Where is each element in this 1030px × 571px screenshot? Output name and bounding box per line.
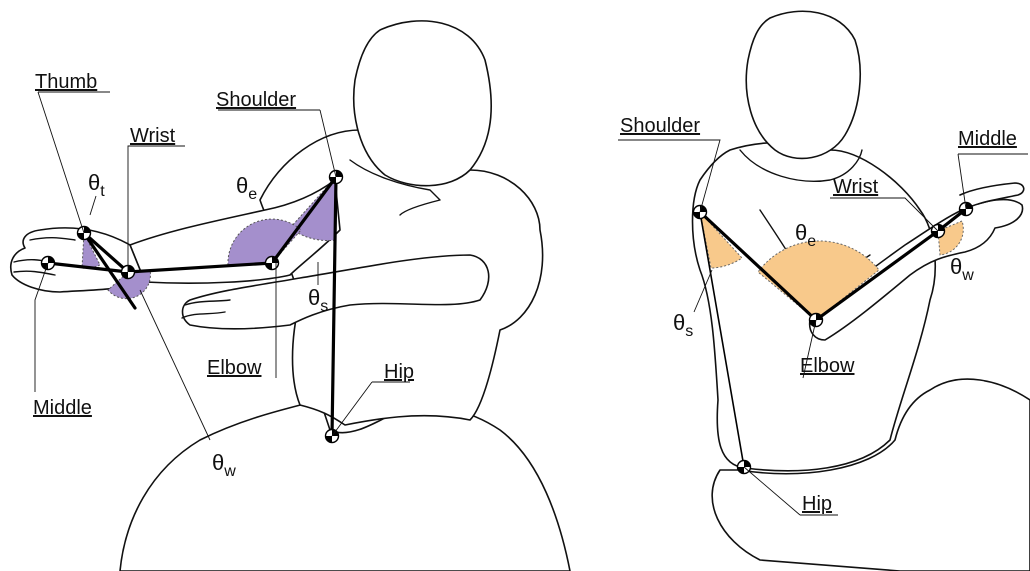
theta-t-label: θt	[88, 170, 105, 200]
theta-e-label: θe	[236, 173, 257, 203]
left-middle-label: Middle	[33, 397, 92, 419]
left-elbow-label: Elbow	[207, 357, 262, 379]
right-theta-s-label: θs	[673, 310, 693, 340]
right-hip-label: Hip	[802, 493, 832, 515]
right-elbow-label: Elbow	[800, 355, 855, 377]
left-wrist-label: Wrist	[130, 125, 176, 147]
right-theta-w-label: θw	[950, 254, 974, 284]
right-shoulder-label: Shoulder	[620, 115, 700, 137]
left-elbow-joint-icon	[266, 257, 279, 270]
left-hip-label: Hip	[384, 361, 414, 383]
right-figure: Shoulder Middle Wrist Elbow Hip θe θs θw	[618, 11, 1030, 571]
left-thumb-label: Thumb	[35, 71, 97, 93]
left-head	[354, 21, 491, 186]
right-wrist-label: Wrist	[833, 176, 879, 198]
thumb-leader	[38, 92, 110, 233]
theta-t-leader	[90, 196, 96, 215]
right-head	[746, 11, 860, 158]
left-shoulder-label: Shoulder	[216, 89, 296, 111]
left-figure: Thumb Wrist Shoulder Elbow Middle Hip θt…	[11, 21, 570, 571]
right-middle-label: Middle	[958, 128, 1017, 150]
